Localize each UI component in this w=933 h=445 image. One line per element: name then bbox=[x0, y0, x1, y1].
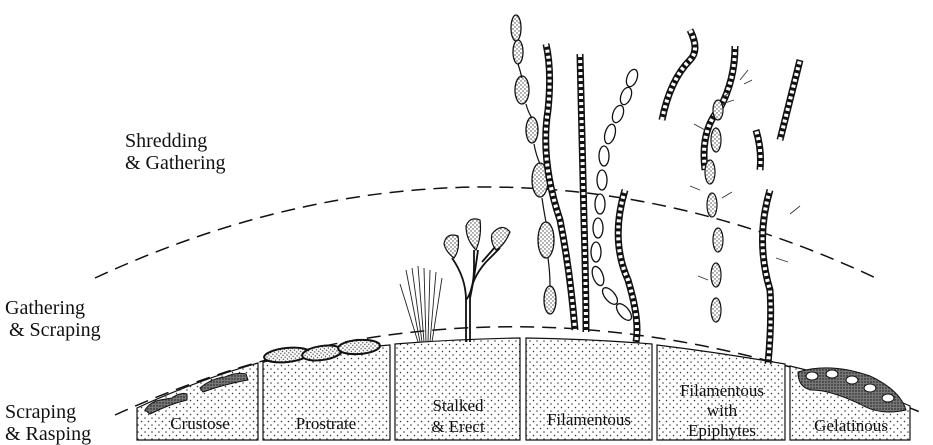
growth-form-label: Epiphytes bbox=[688, 421, 756, 440]
growth-form-label: & Erect bbox=[431, 417, 485, 436]
growth-form-label: Stalked bbox=[433, 396, 484, 415]
growth-form-label: Gelatinous bbox=[814, 416, 888, 435]
substrate-blocks bbox=[137, 338, 910, 440]
growth-form-label: Filamentous bbox=[680, 381, 764, 400]
growth-form-label: Prostrate bbox=[296, 414, 356, 433]
banded-filaments bbox=[546, 30, 800, 364]
growth-form-label: Filamentous bbox=[547, 410, 631, 429]
growth-form-label: with bbox=[707, 401, 738, 420]
growth-form-label: Crustose bbox=[170, 414, 230, 433]
